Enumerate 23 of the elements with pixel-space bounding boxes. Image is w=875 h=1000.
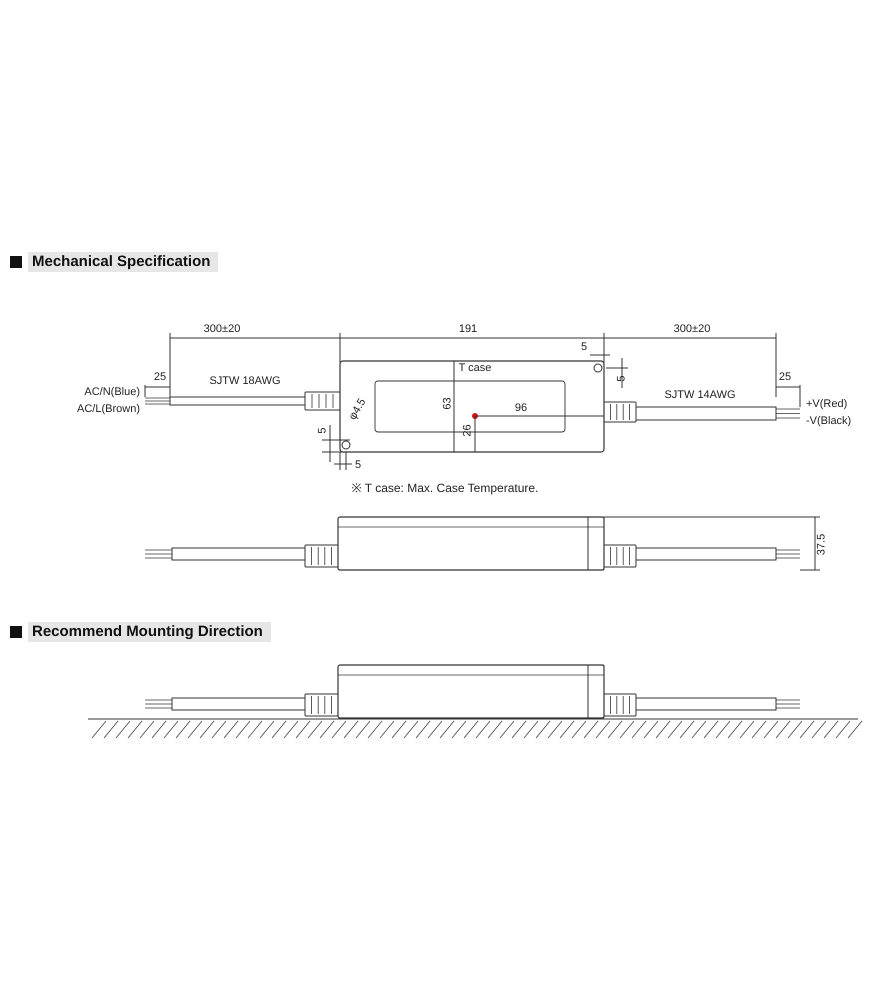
point-label: T case: [458, 362, 492, 375]
cable-label: SJTW 18AWG: [209, 375, 281, 388]
section-heading: Recommend Mounting Direction: [28, 622, 271, 642]
dimension-label: 96: [514, 402, 528, 415]
dimension-label: 300±20: [674, 323, 710, 336]
dimension-label: 37.5: [816, 534, 828, 556]
wire-label: +V(Red): [806, 398, 848, 411]
dimension-label: 5: [616, 375, 628, 382]
dimension-label: 63: [442, 397, 454, 410]
dimension-label: 5: [354, 459, 362, 472]
dimension-label: 26: [462, 424, 474, 437]
wire-label: AC/L(Brown): [77, 403, 140, 416]
section-heading: Mechanical Specification: [28, 252, 218, 272]
dimension-label: 5: [316, 427, 330, 434]
dimension-label: 5: [580, 341, 588, 354]
dimension-label: 191: [458, 323, 478, 336]
wire-label: -V(Black): [806, 415, 852, 428]
dimension-label: 300±20: [204, 323, 240, 336]
dimension-label: 25: [154, 371, 166, 384]
note: ※ T case: Max. Case Temperature.: [352, 482, 538, 495]
dimension-label: 25: [778, 371, 792, 384]
wire-label: AC/N(Blue): [84, 386, 140, 399]
cable-label: SJTW 14AWG: [664, 389, 736, 402]
